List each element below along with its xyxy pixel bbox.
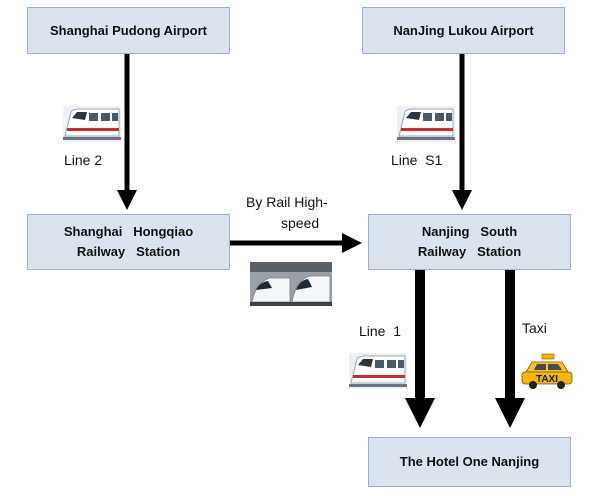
node-shanghai-pudong-airport: Shanghai Pudong Airport xyxy=(27,7,230,54)
edge-label-line-1: Line 1 xyxy=(359,323,402,339)
node-label-line2: Railway Station xyxy=(417,244,522,259)
metro-train-icon xyxy=(63,106,121,142)
edge-label-high-speed-line1: By Rail High- xyxy=(246,194,328,210)
metro-train-icon xyxy=(397,106,455,142)
node-label-line1: Shanghai Hongqiao xyxy=(63,224,194,239)
edge-label-line-2: Line 2 xyxy=(64,152,103,168)
taxi-sign-text: TAXI xyxy=(536,374,558,385)
edge-label-line-s1: Line S1 xyxy=(391,152,443,168)
node-label-line1: Nanjing South xyxy=(421,224,518,239)
edge-label-taxi: Taxi xyxy=(522,320,547,336)
metro-train-icon xyxy=(349,353,407,389)
node-label: Shanghai Pudong Airport xyxy=(50,22,207,38)
high-speed-train-icon xyxy=(250,262,332,306)
node-label: NanJing Lukou Airport xyxy=(393,22,534,38)
node-nanjing-lukou-airport: NanJing Lukou Airport xyxy=(362,7,565,54)
node-label-line2: Railway Station xyxy=(76,244,181,259)
node-nanjing-south-railway-station: Nanjing South Railway Station xyxy=(368,214,571,270)
node-the-hotel-one-nanjing: The Hotel One Nanjing xyxy=(368,437,571,487)
node-shanghai-hongqiao-railway-station: Shanghai Hongqiao Railway Station xyxy=(27,214,230,270)
taxi-icon: TAXI xyxy=(521,353,573,389)
node-label: The Hotel One Nanjing xyxy=(399,454,540,469)
edge-label-high-speed-line2: speed xyxy=(281,215,320,231)
